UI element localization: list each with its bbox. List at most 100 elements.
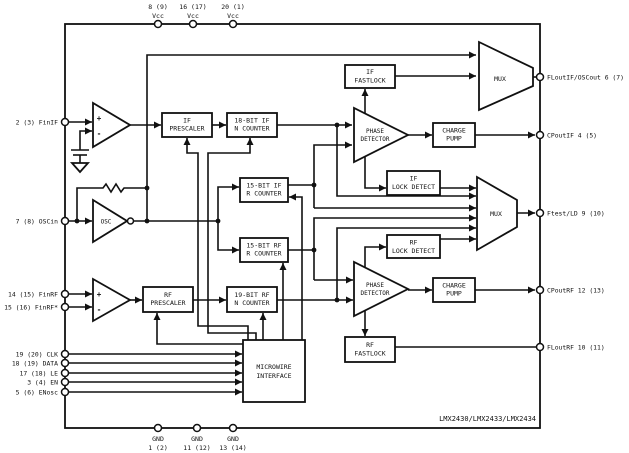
osc-inverter-bubble bbox=[126, 217, 135, 225]
pin-label: Ftest/LD 9 (10) bbox=[547, 210, 605, 218]
mux-top-label: MUX bbox=[494, 75, 506, 83]
rf-charge-pump-label2: PUMP bbox=[446, 290, 462, 298]
rf-amp-minus-sign: - bbox=[97, 305, 102, 314]
wires bbox=[68, 51, 537, 396]
rf-r-counter-label2: R COUNTER bbox=[246, 250, 281, 258]
if-pd-label1: PHASE bbox=[366, 128, 384, 135]
pin-label: GND bbox=[227, 435, 239, 443]
junction bbox=[144, 218, 150, 224]
wire-prog-if-prescaler bbox=[183, 138, 249, 340]
pin-label: 16 (17) bbox=[179, 3, 206, 11]
pin-label: 19 (20) CLK bbox=[16, 351, 58, 359]
pin-finrf bbox=[60, 289, 70, 299]
pin-label: FLoutIF/OSCout 6 (7) bbox=[547, 74, 624, 82]
pin-label: GND bbox=[152, 435, 164, 443]
if-charge-pump-label1: CHARGE bbox=[442, 127, 466, 135]
wire-prog-if-rcounter bbox=[289, 193, 303, 340]
pin-label: FLoutRF 10 (11) bbox=[547, 344, 605, 352]
pin-label: 15 (16) FinRF* bbox=[4, 304, 58, 312]
microwire-label2: INTERFACE bbox=[256, 372, 291, 380]
pin-label: 18 (19) DATA bbox=[12, 360, 58, 368]
pin-gnd-1 bbox=[153, 423, 163, 433]
if-phase-detector: PHASE DETECTOR bbox=[353, 106, 411, 164]
pin-label: 2 (3) FinIF bbox=[16, 119, 58, 127]
rf-n-counter-label1: 19-BIT RF bbox=[234, 291, 269, 299]
wire-osc-to-ifr bbox=[217, 183, 239, 221]
right-pins: FLoutIF/OSCout 6 (7) CPoutIF 4 (5) Ftest… bbox=[535, 72, 624, 352]
rf-r-counter-block: 15-BIT RF R COUNTER bbox=[239, 237, 289, 263]
mux-mid-label: MUX bbox=[490, 210, 502, 218]
if-pd-label2: DETECTOR bbox=[361, 136, 390, 143]
rf-r-counter-label1: 15-BIT RF bbox=[246, 242, 281, 250]
pin-label: 11 (12) bbox=[183, 444, 210, 452]
wire-rfn-tap-to-mux bbox=[336, 224, 476, 300]
if-input-amp: + - bbox=[92, 101, 132, 149]
rf-prescaler-block: RF PRESCALER bbox=[142, 286, 194, 313]
junction bbox=[334, 122, 340, 128]
junction bbox=[311, 182, 317, 188]
if-n-counter-label1: 18-BIT IF bbox=[234, 117, 269, 125]
ground-symbol bbox=[69, 162, 91, 174]
pin-vcc-2 bbox=[188, 19, 198, 29]
pin-gnd-2 bbox=[192, 423, 202, 433]
pin-clk bbox=[60, 349, 70, 359]
rf-pd-label1: PHASE bbox=[366, 282, 384, 289]
if-charge-pump-block: CHARGE PUMP bbox=[432, 122, 476, 148]
pin-floutrf bbox=[535, 342, 545, 352]
if-prescaler-block: IF PRESCALER bbox=[161, 112, 213, 138]
rf-pd-label2: DETECTOR bbox=[361, 290, 390, 297]
microwire-interface-block: MICROWIRE INTERFACE bbox=[242, 339, 306, 403]
wire-ifr-to-pd bbox=[313, 141, 352, 208]
rf-charge-pump-label1: CHARGE bbox=[442, 282, 466, 290]
if-lock-detect-label1: IF bbox=[410, 175, 418, 183]
if-prescaler-label2: PRESCALER bbox=[169, 125, 204, 133]
if-fastlock-label1: IF bbox=[366, 68, 374, 76]
pin-label: Vcc bbox=[152, 12, 164, 20]
rf-fastlock-label2: FASTLOCK bbox=[354, 350, 385, 358]
microwire-label1: MICROWIRE bbox=[256, 363, 291, 371]
mux-top: MUX bbox=[478, 40, 534, 112]
pin-label: 7 (8) OSCin bbox=[16, 218, 58, 226]
if-n-counter-label2: N COUNTER bbox=[234, 125, 269, 133]
pin-finif bbox=[60, 117, 70, 127]
pin-en bbox=[60, 377, 70, 387]
osc-label: OSC bbox=[101, 219, 112, 226]
chip-part-number: LMX2430/LMX2433/LMX2434 bbox=[439, 415, 536, 423]
if-r-counter-label1: 15-BIT IF bbox=[246, 182, 281, 190]
pin-gnd-3 bbox=[228, 423, 238, 433]
rf-charge-pump-block: CHARGE PUMP bbox=[432, 277, 476, 303]
left-pins: 2 (3) FinIF 7 (8) OSCin 14 (15) FinRF 15… bbox=[4, 117, 70, 397]
pin-label: 13 (14) bbox=[219, 444, 246, 452]
wire-ifpd-to-lockdetect bbox=[364, 157, 386, 192]
wire-rfpd-to-lockdetect bbox=[364, 243, 386, 267]
if-fastlock-label2: FASTLOCK bbox=[354, 77, 385, 85]
wire-osc-to-topmux bbox=[146, 51, 476, 221]
pin-label: 1 (2) bbox=[148, 444, 168, 452]
rf-n-counter-label2: N COUNTER bbox=[234, 299, 269, 307]
if-lock-detect-block: IF LOCK DETECT bbox=[386, 170, 441, 196]
rf-prescaler-label1: RF bbox=[164, 291, 172, 299]
pin-enosc bbox=[60, 387, 70, 397]
pin-le bbox=[60, 368, 70, 378]
pin-label: CPoutIF 4 (5) bbox=[547, 132, 597, 140]
if-r-counter-label2: R COUNTER bbox=[246, 190, 281, 198]
pin-label: 3 (4) EN bbox=[27, 379, 58, 387]
pin-oscin bbox=[60, 216, 70, 226]
if-amp-plus-sign: + bbox=[97, 114, 102, 123]
junction bbox=[334, 297, 340, 303]
if-n-counter-block: 18-BIT IF N COUNTER bbox=[226, 112, 278, 138]
crystal-oscillator: OSC bbox=[92, 198, 135, 244]
wire-prog-if-ncounter bbox=[207, 138, 257, 340]
if-lock-detect-label2: LOCK DETECT bbox=[392, 183, 435, 191]
pin-cpoutrf bbox=[535, 285, 545, 295]
if-amp-minus-sign: - bbox=[97, 129, 102, 138]
pin-data bbox=[60, 358, 70, 368]
pin-label: 20 (1) bbox=[221, 3, 244, 11]
pin-vcc-3 bbox=[228, 19, 238, 29]
if-r-counter-block: 15-BIT IF R COUNTER bbox=[239, 177, 289, 203]
rf-phase-detector: PHASE DETECTOR bbox=[353, 260, 411, 318]
wire-osc-to-rfr bbox=[217, 221, 239, 254]
pin-label: Vcc bbox=[227, 12, 239, 20]
pin-vcc-1 bbox=[153, 19, 163, 29]
